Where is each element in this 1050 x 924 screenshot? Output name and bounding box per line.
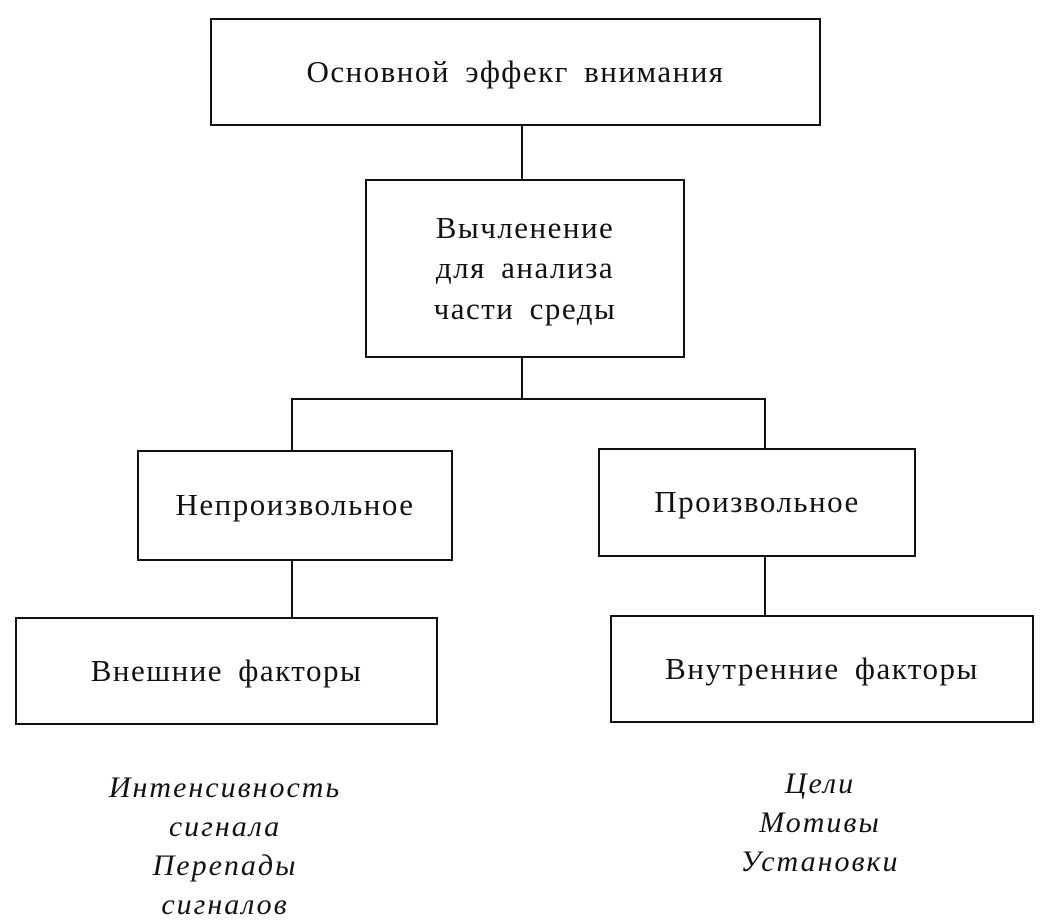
note-line: Цели	[784, 767, 856, 800]
note-line: Перепады	[152, 849, 298, 882]
edge-split-to-right-branch	[764, 398, 766, 450]
node-external-factors-label: Внешние факторы	[90, 652, 363, 688]
node-main-attention-effect: Основной эффекг внимания	[210, 18, 821, 126]
node-isolation-for-analysis-text: Вычленение для анализа части среды	[434, 208, 617, 329]
node-external-factors: Внешние факторы	[15, 617, 438, 725]
node-involuntary: Непроизвольное	[137, 450, 453, 561]
edge-right-branch-to-leaf	[764, 555, 766, 617]
note-line: Интенсивность	[108, 771, 342, 804]
notes-external-examples: Интенсивность сигнала Перепады сигналов	[80, 768, 370, 924]
edge-root-to-mid	[521, 124, 523, 181]
node-involuntary-label: Непроизвольное	[175, 487, 415, 523]
node-isolation-line-1: Вычленение	[435, 210, 615, 246]
note-line: Установки	[740, 845, 900, 878]
note-line: сигнала	[168, 810, 282, 843]
node-voluntary: Произвольное	[598, 448, 916, 557]
edge-split-to-left-branch	[291, 398, 293, 452]
edge-mid-down	[521, 356, 523, 399]
node-internal-factors-label: Внутренние факторы	[665, 650, 979, 686]
node-voluntary-label: Произвольное	[654, 484, 860, 520]
node-isolation-for-analysis: Вычленение для анализа части среды	[365, 179, 685, 358]
edge-split-horizontal	[291, 398, 766, 400]
edge-left-branch-to-leaf	[291, 559, 293, 619]
node-isolation-line-2: для анализа	[435, 250, 615, 286]
note-line: Мотивы	[759, 806, 881, 839]
node-isolation-line-3: части среды	[433, 290, 617, 326]
node-internal-factors: Внутренние факторы	[610, 615, 1034, 723]
notes-internal-examples: Цели Мотивы Установки	[700, 764, 940, 881]
node-main-attention-effect-label: Основной эффекг внимания	[306, 53, 725, 89]
note-line: сигналов	[161, 888, 289, 921]
